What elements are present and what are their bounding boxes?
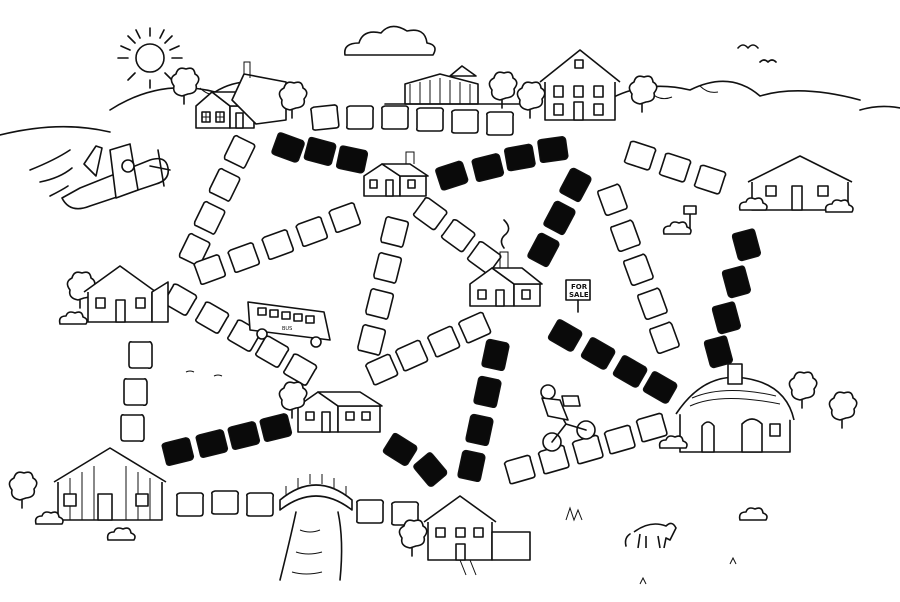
bottom-right-storybook-cottage (658, 363, 858, 453)
birds-icon (737, 44, 777, 63)
for-sale-label-2: SALE (569, 291, 589, 299)
stone-path-right-top (623, 139, 728, 196)
top-left-farmhouse (170, 61, 308, 129)
for-sale-label-1: FOR (571, 283, 588, 291)
right-ranch-house (738, 155, 854, 213)
signpost-icon (662, 205, 697, 235)
cloud-icon (343, 25, 436, 56)
sun-icon (117, 27, 183, 89)
paved-path-center-top (434, 135, 569, 192)
stone-path-center-down (356, 215, 410, 357)
stone-path-center-to-chimney (412, 195, 503, 276)
stone-path-right-diagonal (596, 182, 681, 356)
bus-icon: BUS (247, 301, 331, 348)
stone-path-chimney-to-lower (364, 310, 493, 387)
middle-chimney-house (469, 219, 543, 307)
for-sale-sign: FOR SALE (565, 279, 591, 313)
top-center-barn (384, 65, 521, 109)
left-cottage (58, 265, 169, 325)
cyclist-icon (540, 384, 596, 452)
bottom-left-lodge (8, 447, 167, 525)
bus-label: BUS (282, 326, 292, 332)
stone-path-left-vertical (120, 340, 153, 443)
top-right-colonial (516, 49, 658, 121)
center-small-house (363, 151, 429, 197)
center-lower-house (278, 381, 383, 433)
airplane-icon (29, 143, 171, 210)
horse-icon (624, 522, 677, 549)
paved-path-left-bottom (160, 412, 293, 467)
grass-tufts (106, 370, 768, 585)
paved-path-lower-center (381, 431, 449, 489)
paved-path-diagonal-mid (526, 166, 593, 269)
stone-path-top (309, 103, 515, 136)
bridge-icon (279, 474, 353, 581)
paved-path-right-vertical (703, 227, 762, 369)
paved-path-topleft (270, 131, 369, 175)
paved-path-center-vertical (456, 338, 511, 483)
bottom-center-house (398, 495, 531, 576)
